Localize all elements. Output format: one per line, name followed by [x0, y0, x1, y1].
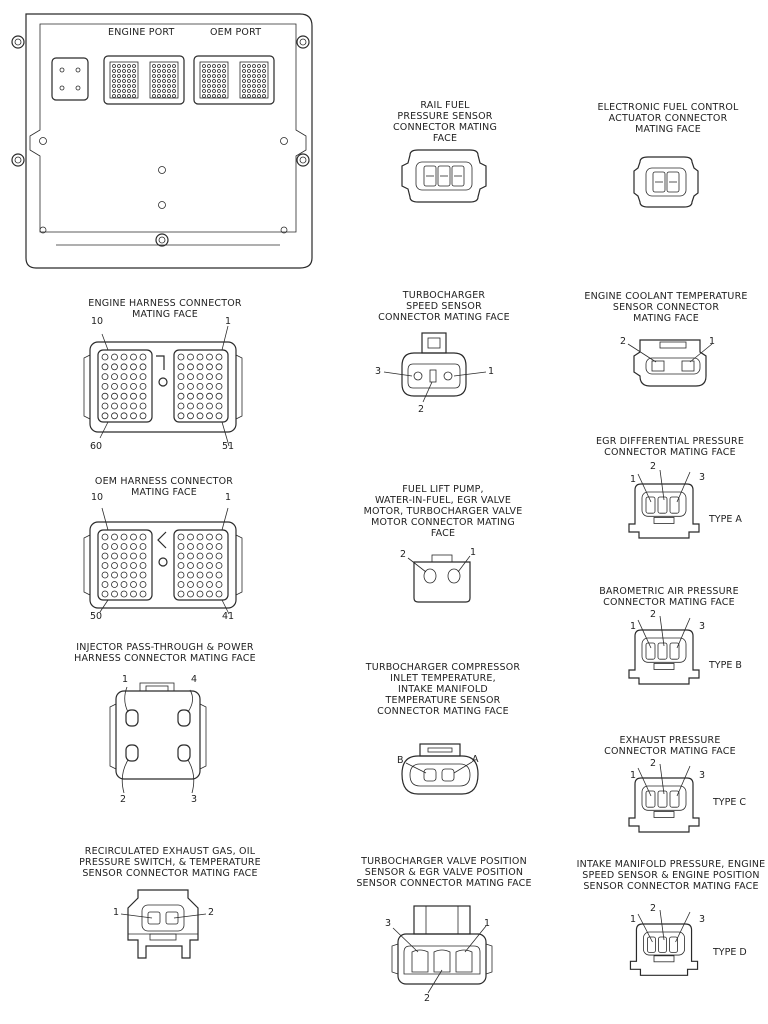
fuel-lift-label: FUEL LIFT PUMP, WATER-IN-FUEL, EGR VALVE… [363, 484, 523, 539]
oem-pin-bl: 50 [90, 611, 103, 622]
injector-label: INJECTOR PASS-THROUGH & POWER HARNESS CO… [74, 642, 256, 664]
engine-pin-tl: 10 [91, 316, 104, 327]
type-b-label: TYPE B [709, 660, 742, 671]
injector-pin-br: 3 [191, 794, 198, 805]
injector-pin-bl: 2 [120, 794, 127, 805]
compressor-pin-b: B [397, 755, 404, 766]
engine-port-label: ENGINE PORT [108, 27, 175, 38]
recirc-connector-drawing [120, 889, 207, 959]
type-b-pin-2: 2 [650, 609, 657, 620]
type-a-pin-1: 1 [630, 474, 637, 485]
turbo-compressor-label: TURBOCHARGER COMPRESSOR INLET TEMPERATUR… [365, 662, 521, 717]
type-d-pin-2: 2 [650, 903, 657, 914]
turbo-speed-pin-right: 1 [488, 366, 495, 377]
type-d-pin-1: 1 [630, 914, 637, 925]
type-c-pin-1: 1 [630, 770, 637, 781]
coolant-connector-drawing [627, 339, 713, 387]
recirc-pin-right: 2 [208, 907, 215, 918]
turbo-speed-connector-drawing [383, 332, 487, 403]
injector-pin-tr: 4 [191, 674, 198, 685]
injector-connector-drawing [109, 682, 207, 794]
coolant-pin-left: 2 [620, 336, 627, 347]
engine-pin-br: 51 [222, 441, 235, 452]
type-a-pin-2: 2 [650, 461, 657, 472]
turbo-valve-pin-left: 3 [385, 918, 392, 929]
oem-pin-tr: 1 [225, 492, 232, 503]
type-a-label: TYPE A [709, 514, 742, 525]
type-c-label: TYPE C [713, 797, 746, 808]
oem-pin-br: 41 [222, 611, 235, 622]
rail-fuel-connector-drawing [401, 149, 487, 203]
coolant-pin-right: 1 [709, 336, 716, 347]
intake-manifold-label: INTAKE MANIFOLD PRESSURE, ENGINE SPEED S… [576, 859, 766, 892]
fuel-lift-connector-drawing [407, 554, 471, 603]
coolant-label: ENGINE COOLANT TEMPERATURE SENSOR CONNEC… [584, 291, 748, 324]
compressor-pin-a: A [472, 754, 479, 765]
type-c-pin-2: 2 [650, 758, 657, 769]
turbo-speed-pin-bottom: 2 [418, 404, 425, 415]
efc-label: ELECTRONIC FUEL CONTROL ACTUATOR CONNECT… [597, 102, 739, 135]
rail-fuel-label: RAIL FUEL PRESSURE SENSOR CONNECTOR MATI… [392, 100, 498, 144]
oem-port-label: OEM PORT [210, 27, 262, 38]
type-d-label: TYPE D [713, 947, 747, 958]
turbo-valve-label: TURBOCHARGER VALVE POSITION SENSOR & EGR… [356, 856, 532, 889]
turbo-speed-pin-left: 3 [375, 366, 382, 377]
oem-harness-connector-drawing [83, 507, 243, 615]
type-c-pin-3: 3 [699, 770, 706, 781]
engine-harness-connector-drawing [83, 325, 243, 447]
type-b-pin-3: 3 [699, 621, 706, 632]
type-b-pin-1: 1 [630, 621, 637, 632]
fuel-lift-pin-left: 2 [400, 549, 407, 560]
fuel-lift-pin-right: 1 [470, 547, 477, 558]
oem-pin-tl: 10 [91, 492, 104, 503]
engine-pin-tr: 1 [225, 316, 232, 327]
type-d-pin-3: 3 [699, 914, 706, 925]
recirc-pin-left: 1 [113, 907, 120, 918]
engine-harness-label: ENGINE HARNESS CONNECTOR MATING FACE [88, 298, 242, 320]
injector-pin-tl: 1 [122, 674, 129, 685]
recirc-label: RECIRCULATED EXHAUST GAS, OIL PRESSURE S… [79, 846, 261, 879]
turbo-valve-pin-right: 1 [484, 918, 491, 929]
turbo-compressor-connector-drawing [401, 743, 479, 795]
exhaust-label: EXHAUST PRESSURE CONNECTOR MATING FACE [604, 735, 736, 757]
efc-connector-drawing [633, 156, 699, 208]
egr-diff-label: EGR DIFFERENTIAL PRESSURE CONNECTOR MATI… [595, 436, 745, 458]
turbo-valve-pin-bottom: 2 [424, 993, 431, 1004]
engine-pin-bl: 60 [90, 441, 103, 452]
turbo-valve-connector-drawing [391, 905, 493, 994]
turbo-speed-label: TURBOCHARGER SPEED SENSOR CONNECTOR MATI… [378, 290, 510, 323]
barometric-label: BAROMETRIC AIR PRESSURE CONNECTOR MATING… [599, 586, 739, 608]
type-a-pin-3: 3 [699, 472, 706, 483]
ecm-module-drawing [11, 13, 313, 269]
oem-harness-label: OEM HARNESS CONNECTOR MATING FACE [94, 476, 234, 498]
three-pin-sensor-drawings [628, 469, 700, 976]
